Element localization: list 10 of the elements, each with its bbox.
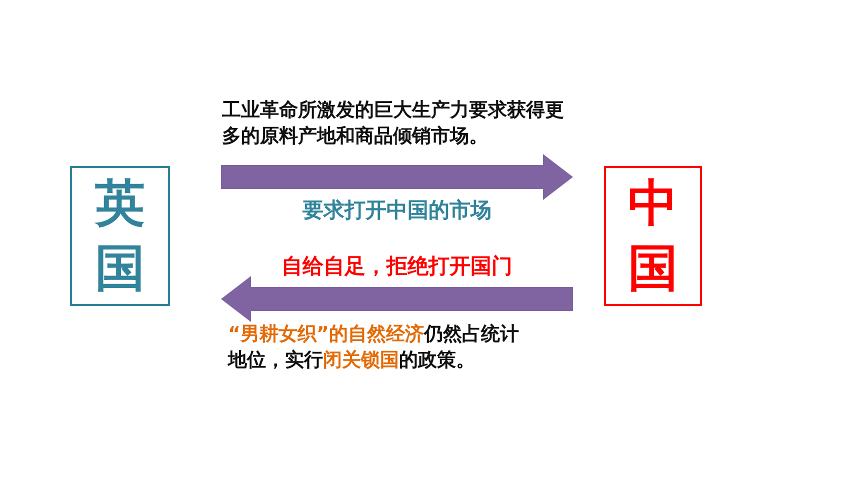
description-text: “男耕女织”的自然经济仍然占统计地位，实行闭关锁国的政策。 <box>228 322 520 373</box>
block-arrow <box>221 276 573 322</box>
country-box <box>604 166 702 306</box>
country-name: 英国 <box>95 173 145 299</box>
description-text: 工业革命所激发的巨大生产力要求获得更多的原料产地和商品倾销市场。 <box>222 98 565 149</box>
block-arrow <box>221 154 573 200</box>
country-name: 中国 <box>628 173 678 299</box>
country-box <box>70 166 170 306</box>
edge-label: 自给自足，拒绝打开国门 <box>280 253 514 280</box>
edge-label: 要求打开中国的市场 <box>302 197 492 224</box>
